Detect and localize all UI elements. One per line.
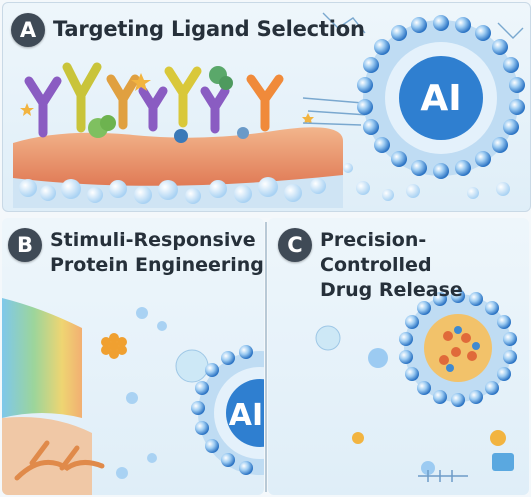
panel-a-title: Targeting Ligand Selection (53, 17, 365, 41)
panel-c-badge: C (278, 228, 312, 262)
panel-b: AI B Stimuli-Responsive Protein Engineer… (2, 218, 264, 495)
cell-bubbles (19, 177, 326, 204)
fiber-network (14, 440, 105, 481)
membrane-layers (2, 298, 82, 418)
ai-nanoparticle-b: AI (191, 345, 264, 475)
panel-c-title: Precision-Controlled Drug Release (320, 228, 529, 303)
ai-nanoparticle: AI (357, 15, 525, 179)
panel-a: AI A Targeting Ligand Selection (2, 2, 531, 212)
panel-a-illustration: AI (13, 12, 525, 208)
scattered-bubbles (343, 163, 510, 201)
panel-b-title-line1: Stimuli-Responsive (50, 229, 256, 251)
protein-blobs (88, 66, 249, 143)
panel-a-header: A Targeting Ligand Selection (11, 13, 365, 47)
stars (20, 73, 314, 124)
panel-c-title-line1: Precision-Controlled (320, 229, 432, 276)
vesicle (175, 349, 209, 383)
panel-b-illustration: AI (2, 298, 264, 495)
tissue-base (2, 417, 92, 495)
scattered-bubbles-b (116, 307, 167, 479)
ai-label-b: AI (229, 398, 263, 433)
panel-divider (265, 222, 267, 492)
panel-a-badge: A (11, 13, 45, 47)
ai-label-a: AI (420, 78, 461, 119)
orange-cluster (101, 333, 127, 359)
panel-c-header: C Precision-Controlled Drug Release (278, 228, 529, 303)
tissue-layer (13, 127, 343, 187)
y-ligand-group (24, 62, 284, 138)
cube-icon (492, 453, 514, 471)
panel-c-illustration (315, 289, 517, 482)
liposome (399, 289, 517, 407)
panel-b-title-line2: Protein Engineering (50, 254, 264, 276)
panel-b-header: B Stimuli-Responsive Protein Engineering (8, 228, 264, 278)
panel-c-title-line2: Drug Release (320, 279, 463, 301)
panel-b-title: Stimuli-Responsive Protein Engineering (50, 228, 264, 278)
molecule-network (302, 12, 524, 126)
release-particles (315, 325, 506, 475)
panel-b-badge: B (8, 228, 42, 262)
connector-lines (418, 470, 468, 482)
panel-c: C Precision-Controlled Drug Release (268, 218, 529, 495)
